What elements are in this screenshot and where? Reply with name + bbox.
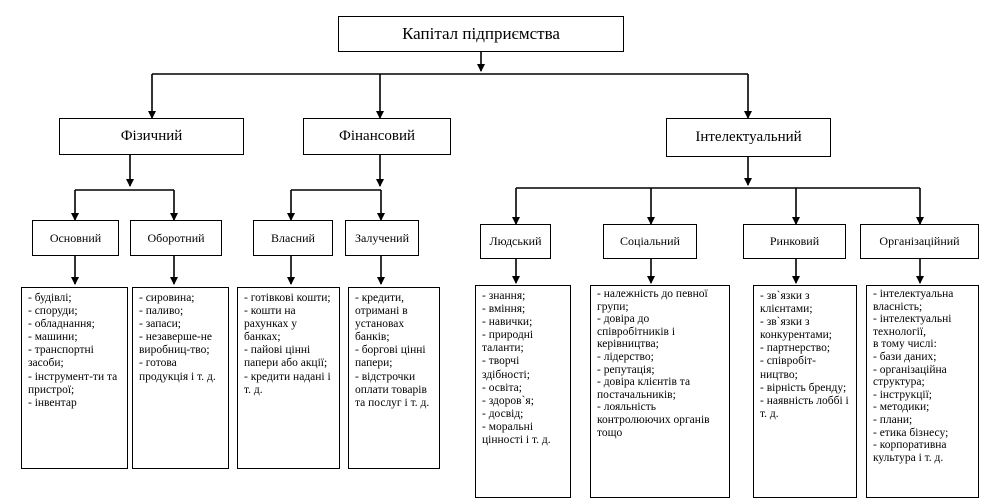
category-financial-label: Фінансовий: [338, 127, 416, 144]
list-social: - належність до певної групи;- довіра до…: [590, 285, 730, 498]
list-item: - інструмент-ти та пристрої;: [28, 370, 118, 396]
list-item: - моральні цінності і т. д.: [482, 420, 551, 447]
list-item: - знання;: [482, 290, 526, 302]
category-intellectual: Інтелектуальний: [666, 118, 831, 157]
subcategory-fixed: Основний: [32, 220, 119, 256]
list-item: - партнерство;: [760, 342, 831, 355]
subcategory-social-label: Соціальний: [620, 234, 680, 249]
list-item: - обладнання;: [28, 318, 95, 331]
list-item: - здоров`я;: [482, 394, 534, 407]
list-item: - готова продукція і т. д.: [139, 357, 216, 383]
list-item: - довіра клієнтів та постачальників;: [597, 376, 691, 401]
subcategory-organizational: Організаційний: [860, 224, 979, 259]
list-item: - лідерство;: [597, 350, 654, 363]
category-financial: Фінансовий: [303, 118, 451, 155]
list-item: - запаси;: [139, 318, 181, 331]
category-intellectual-label: Інтелектуальний: [695, 128, 802, 145]
list-item: - кредити надані і т. д.: [244, 370, 331, 396]
list-working: - сировина;- паливо;- запаси;- незаверше…: [132, 287, 229, 469]
list-item: - навички;: [482, 316, 533, 329]
subcategory-human-label: Людський: [489, 234, 542, 249]
list-market: - зв`язки з клієнтами;- зв`язки з конкур…: [753, 285, 857, 498]
subcategory-borrowed: Залучений: [345, 220, 419, 256]
list-item: - лояльність контролюючих органів тощо: [597, 401, 710, 439]
list-item: - сировина;: [139, 292, 195, 304]
list-item: - інтелектуальна власність;: [873, 288, 954, 313]
list-item: - досвід;: [482, 407, 524, 420]
category-physical: Фізичний: [59, 118, 244, 155]
list-item: - співробіт-ництво;: [760, 355, 816, 381]
list-own: - готівкові кошти;- кошти на рахунках у …: [237, 287, 340, 469]
list-item: - творчі здібності;: [482, 355, 530, 381]
list-item: - інструкції;: [873, 388, 932, 401]
list-item: - природні таланти;: [482, 329, 534, 355]
list-item: - довіра до співробітників і керівництва…: [597, 313, 676, 351]
list-item: - кошти на рахунках у банках;: [244, 305, 297, 344]
category-physical-label: Фізичний: [120, 127, 183, 144]
list-item: - етика бізнесу;: [873, 426, 949, 439]
list-item: - кредити, отримані в установах банків;: [355, 292, 408, 344]
list-item: - організаційна структура;: [873, 363, 947, 389]
list-human: - знання;- вміння;- навички;- природні т…: [475, 285, 571, 498]
root-title: Капітал підприємства: [402, 24, 560, 44]
list-item: - паливо;: [139, 305, 184, 318]
list-item: - інтелектуальні технології,: [873, 313, 952, 338]
list-item: - боргові цінні папери;: [355, 344, 426, 370]
list-item: - незаверше-не виробниц-тво;: [139, 331, 213, 357]
root-node: Капітал підприємства: [338, 16, 624, 52]
list-item: - вірність бренду;: [760, 381, 847, 394]
subcategory-social: Соціальний: [603, 224, 697, 259]
list-borrowed: - кредити, отримані в установах банків;-…: [348, 287, 440, 469]
list-item: - належність до певної групи;: [597, 288, 708, 313]
subcategory-working: Оборотний: [130, 220, 222, 256]
list-item: - готівкові кошти;: [244, 292, 331, 304]
subcategory-organizational-label: Організаційний: [879, 234, 960, 249]
subcategory-borrowed-label: Залучений: [354, 230, 410, 245]
list-item: - плани;: [873, 413, 913, 426]
list-item: в тому числі:: [873, 338, 937, 351]
list-item: - транспортні засоби;: [28, 344, 94, 370]
list-item: - зв`язки з клієнтами;: [760, 290, 813, 316]
list-item: - пайові цінні папери або акції;: [244, 344, 328, 370]
list-item: - освіта;: [482, 381, 522, 394]
list-item: - репутація;: [597, 363, 655, 376]
list-fixed: - будівлі;- споруди;- обладнання;- машин…: [21, 287, 128, 469]
list-item: - наявність лоббі і т. д.: [760, 394, 849, 420]
subcategory-market-label: Ринковий: [769, 234, 820, 249]
list-item: - машини;: [28, 331, 78, 344]
list-item: - вміння;: [482, 303, 526, 316]
subcategory-fixed-label: Основний: [49, 230, 102, 245]
list-item: - будівлі;: [28, 292, 72, 304]
list-item: - відстрочки оплати товарів та послуг і …: [355, 370, 430, 409]
list-organizational: - інтелектуальна власність;- інтелектуал…: [866, 285, 979, 498]
subcategory-human: Людський: [480, 224, 551, 259]
list-item: - бази даних;: [873, 350, 937, 363]
list-item: - інвентар: [28, 396, 77, 409]
subcategory-own-label: Власний: [271, 230, 315, 245]
list-item: - корпоративна культура і т. д.: [873, 439, 947, 464]
subcategory-own: Власний: [253, 220, 333, 256]
list-item: - споруди;: [28, 305, 78, 318]
list-item: - зв`язки з конкурентами;: [760, 316, 832, 342]
subcategory-market: Ринковий: [743, 224, 846, 259]
subcategory-working-label: Оборотний: [147, 230, 205, 245]
list-item: - методики;: [873, 401, 930, 414]
